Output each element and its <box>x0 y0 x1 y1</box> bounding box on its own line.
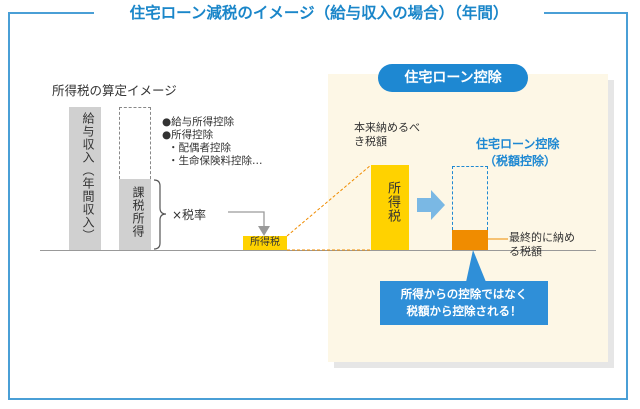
income-tax-bar-label: 所得税 <box>385 181 400 223</box>
income-tax-small-bar: 所得税 <box>243 236 287 250</box>
salary-bar <box>69 107 101 250</box>
brace-icon <box>153 179 167 250</box>
salary-label: 給与収入（年間収入） <box>81 112 95 242</box>
deduction-item: ・配偶者控除 <box>168 142 231 154</box>
callout-box: 所得からの控除ではなく 税額から控除される！ <box>380 281 548 325</box>
right-arrow-icon <box>417 190 445 220</box>
tax-rate-label: ×税率 <box>172 208 207 222</box>
callout-line: 所得からの控除ではなく <box>400 287 528 301</box>
left-heading: 所得税の算定イメージ <box>52 83 177 98</box>
income-tax-bar <box>371 165 409 250</box>
projection-line <box>286 164 372 237</box>
credit-title: 住宅ローン控除 <box>476 137 560 151</box>
deductions-dashed-box <box>119 107 151 179</box>
deduction-item: ●給与所得控除 <box>162 116 235 128</box>
taxable-income-bar <box>119 179 151 250</box>
final-tax-label: 最終的に納める税額 <box>509 231 575 258</box>
diagram-title: 住宅ローン減税のイメージ（給与収入の場合）（年間） <box>94 2 544 24</box>
deduction-list: ●給与所得控除 ●所得控除 ・配偶者控除 ・生命保険料控除… <box>162 116 263 168</box>
rate-connector <box>228 211 265 230</box>
credit-badge: 住宅ローン控除 <box>378 64 528 92</box>
callout-line: 税額から控除される！ <box>406 304 522 318</box>
credit-subtitle: （税額控除） <box>484 154 557 168</box>
credit-dashed-box <box>452 166 488 230</box>
deduction-item: ・生命保険料控除… <box>168 155 263 167</box>
final-tax-bar <box>452 230 488 250</box>
deduction-item: ●所得控除 <box>162 129 214 141</box>
down-arrow-icon <box>258 226 270 236</box>
taxable-income-label: 課税所得 <box>131 186 145 238</box>
original-tax-label: 本来納めるべき税額 <box>354 121 420 148</box>
callout-pointer <box>466 250 486 282</box>
